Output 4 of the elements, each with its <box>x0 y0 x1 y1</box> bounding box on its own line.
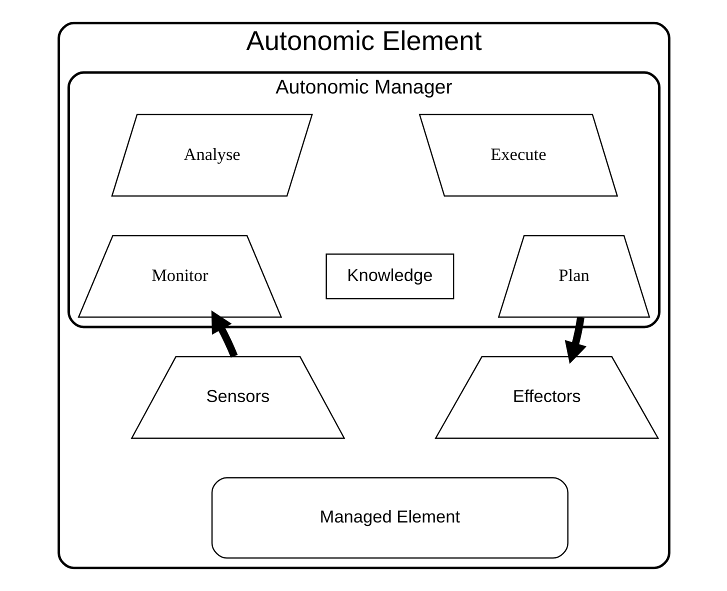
node-box: Knowledge <box>325 254 454 300</box>
node-box: Managed Element <box>210 477 568 559</box>
arrow <box>564 316 586 364</box>
arrow <box>210 310 238 358</box>
